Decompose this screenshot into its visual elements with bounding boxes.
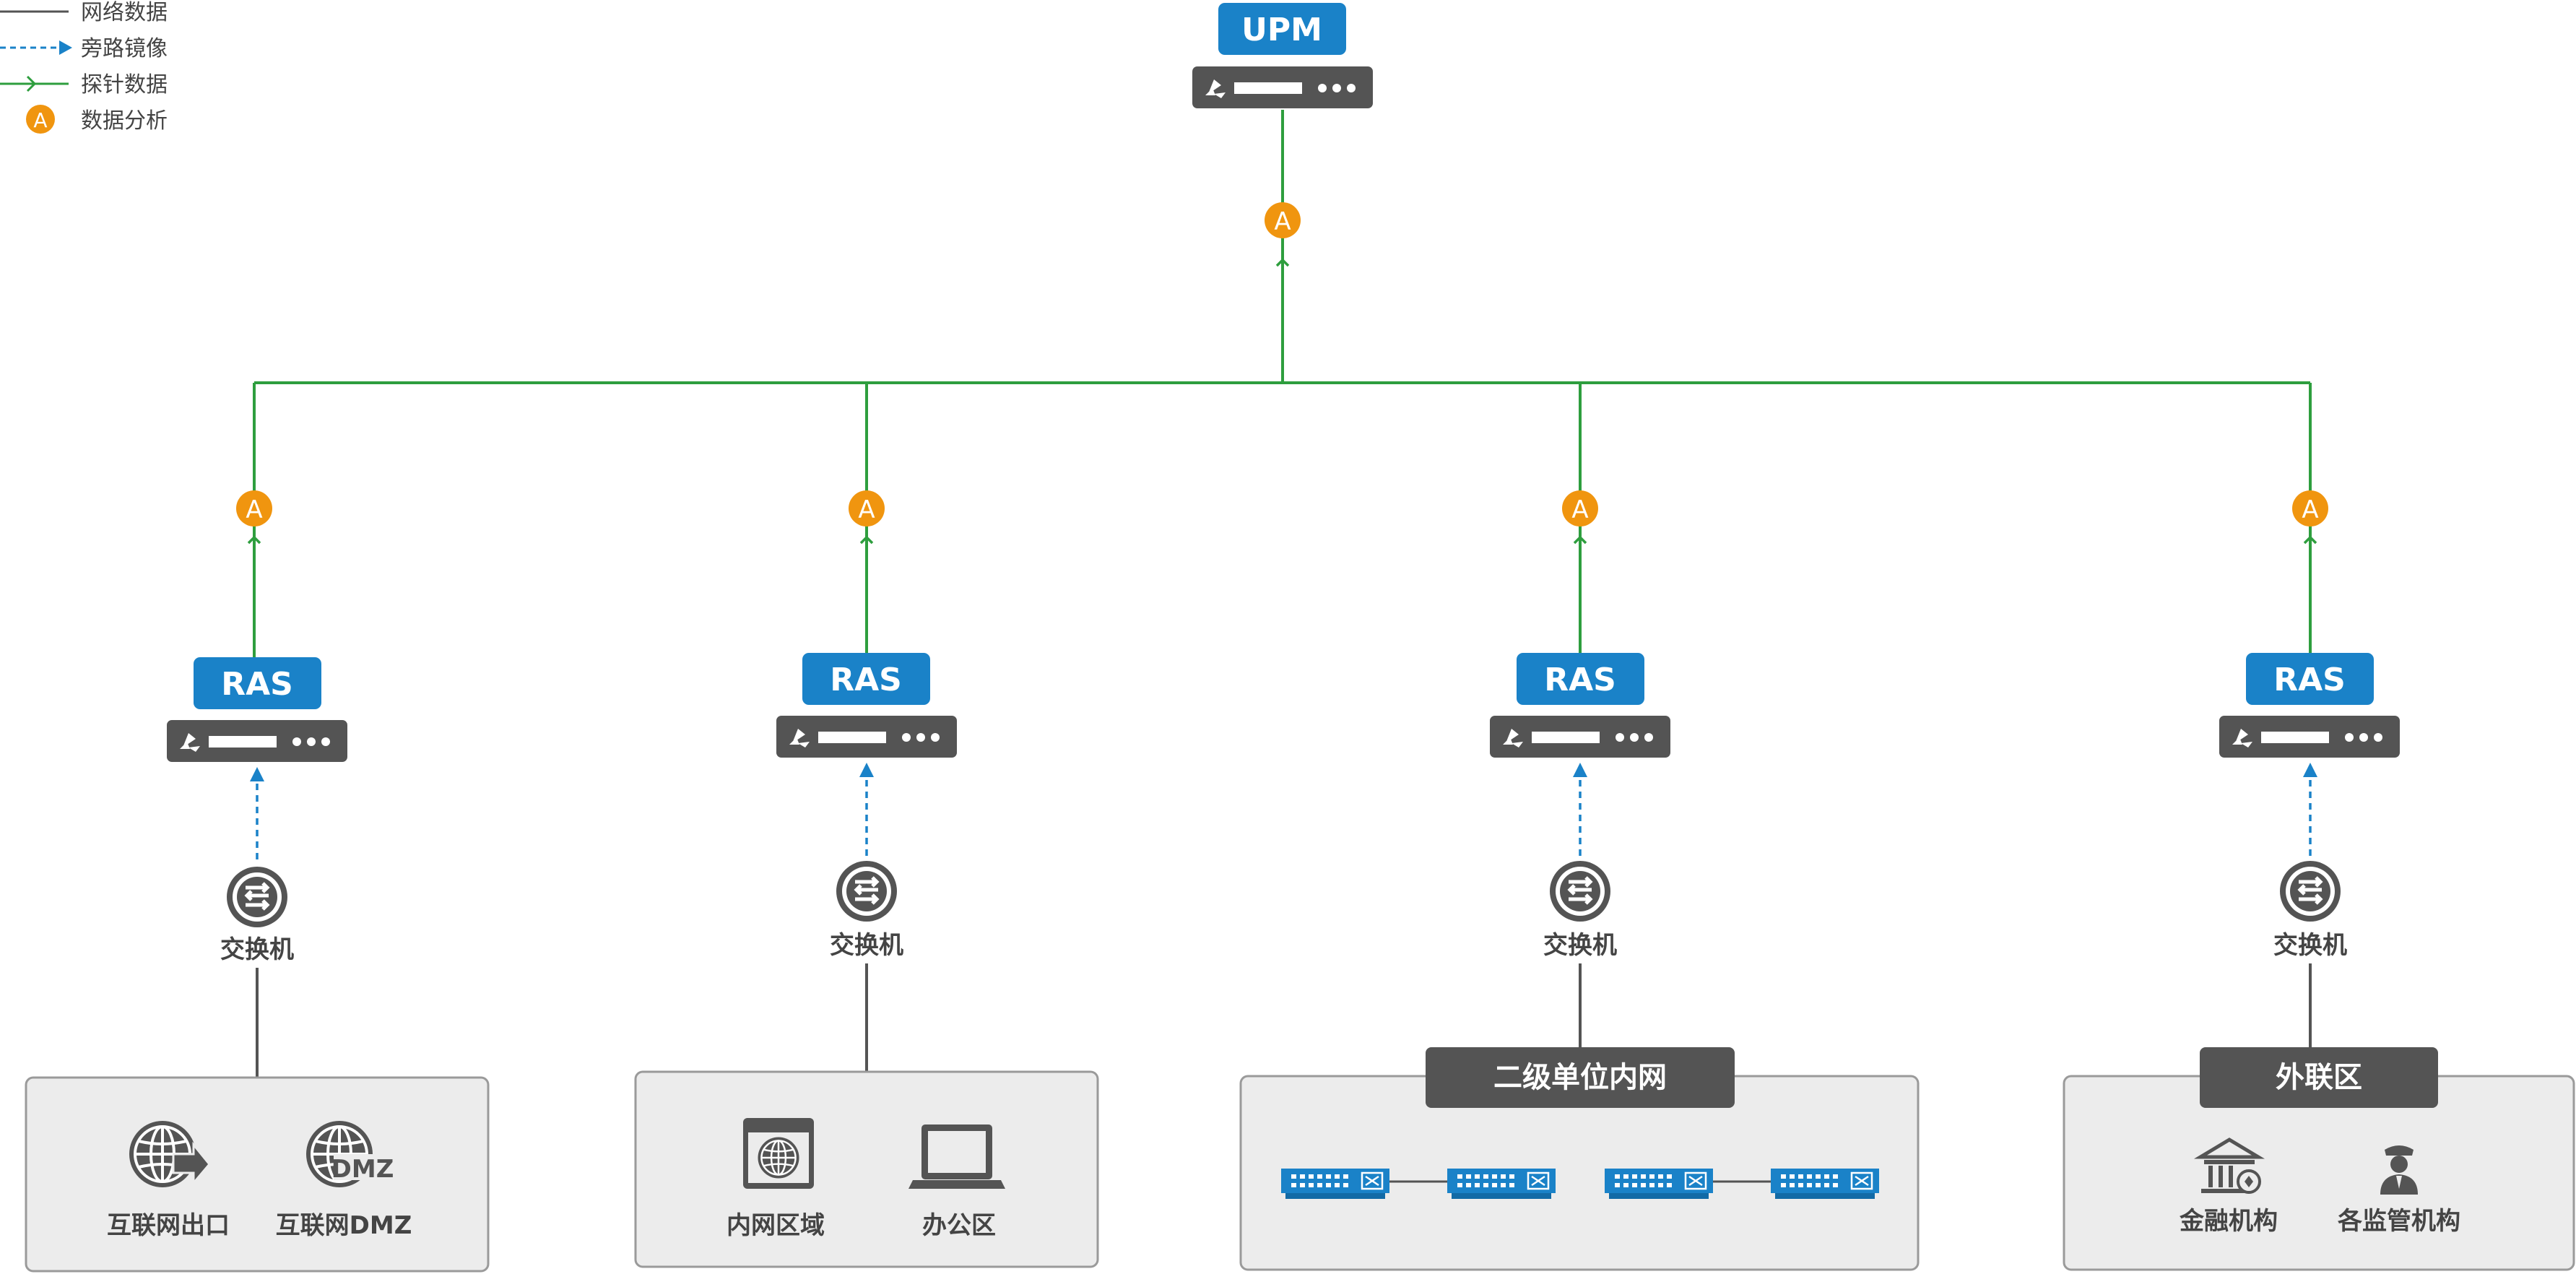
legend-bypass-label: 旁路镜像 — [81, 36, 168, 61]
ras-label: RAS — [830, 662, 902, 698]
bypass-mirror-links — [250, 763, 2317, 859]
network-switch-icon — [1446, 1167, 1557, 1200]
svg-text:A: A — [858, 495, 875, 524]
internet-exit: 互联网出口 — [107, 1119, 230, 1240]
upm-device-icon — [1192, 66, 1373, 108]
legend-probe-label: 探针数据 — [81, 72, 168, 98]
branch-2-analysis-badge: A — [849, 490, 885, 526]
ras-label: RAS — [2273, 662, 2346, 698]
switch-arrows-icon — [2280, 861, 2341, 922]
svg-text:A: A — [1274, 207, 1291, 236]
legend-network-label: 网络数据 — [81, 0, 168, 25]
regulatory-agencies: 各监管机构 — [2338, 1145, 2460, 1236]
legend-analysis-badge-text: A — [33, 108, 47, 132]
branch-4-analysis-badge: A — [2292, 490, 2328, 526]
switch-4: 交换机 — [2273, 861, 2347, 960]
branch-3-analysis-badge: A — [1562, 490, 1598, 526]
zone-internet: 互联网出口 DMZ 互联网DMZ — [25, 1076, 490, 1273]
network-data-lines — [256, 963, 2312, 1078]
legend-bypass-arrow-icon — [59, 40, 72, 55]
ras-node-4: RAS — [2219, 653, 2400, 758]
zone-item-label: 内网区域 — [727, 1211, 825, 1240]
office-area: 办公区 — [908, 1124, 1005, 1240]
ras-label: RAS — [1544, 662, 1616, 698]
switch-label: 交换机 — [830, 931, 903, 960]
probe-data-lines — [253, 110, 2312, 657]
switch-1: 交换机 — [220, 867, 294, 964]
zone-item-label: 互联网DMZ — [276, 1211, 412, 1240]
intranet-area: 内网区域 — [727, 1118, 825, 1240]
switch-label: 交换机 — [2273, 931, 2347, 960]
browser-window-icon — [743, 1118, 814, 1189]
legend-probe-arrow-icon — [26, 75, 37, 92]
legend: 网络数据 旁路镜像 探针数据 A 数据分析 — [0, 0, 168, 134]
zone-title: 二级单位内网 — [1493, 1061, 1667, 1094]
zone-external: 外联区 金融机构 各监管机构 — [2063, 1047, 2575, 1271]
zone-subunit-intranet: 二级单位内网 — [1239, 1047, 1920, 1271]
zone-title: 外联区 — [2276, 1061, 2362, 1094]
internet-dmz: DMZ 互联网DMZ — [276, 1119, 412, 1240]
ras-device-icon — [2219, 716, 2400, 758]
ras-device-icon — [776, 716, 957, 758]
zone-item-label: 各监管机构 — [2338, 1207, 2460, 1236]
ras-label: RAS — [221, 666, 293, 703]
upm-label-box — [1218, 3, 1346, 55]
switch-arrows-icon — [227, 867, 287, 927]
probe-chevrons — [247, 258, 2317, 545]
zone-item-label: 互联网出口 — [107, 1211, 230, 1240]
legend-analysis-badge-icon — [26, 105, 55, 134]
laptop-icon — [908, 1124, 1005, 1189]
svg-text:A: A — [246, 495, 262, 524]
branch-1-analysis-badge: A — [236, 490, 272, 526]
upm-label: UPM — [1241, 12, 1322, 48]
financial-institution: 金融机构 — [2179, 1138, 2278, 1236]
zone-title-box — [2200, 1047, 2438, 1108]
police-officer-icon — [2380, 1145, 2418, 1195]
ras-device-icon — [167, 720, 347, 762]
switch-arrows-icon — [836, 861, 897, 922]
legend-analysis-label: 数据分析 — [81, 108, 168, 134]
ras-node-1: RAS — [167, 657, 347, 762]
network-switch-icon — [1769, 1167, 1881, 1200]
switch-2: 交换机 — [830, 861, 903, 960]
ras-node-3: RAS — [1490, 653, 1670, 758]
network-switch-icon — [1280, 1167, 1391, 1200]
zone-intranet: 内网区域 办公区 — [634, 1070, 1099, 1268]
network-switch-icon — [1603, 1167, 1714, 1200]
upm-analysis-badge: A — [1265, 202, 1301, 238]
zone-title-box — [1426, 1047, 1735, 1108]
upm-node: UPM — [1192, 3, 1373, 108]
switch-3: 交换机 — [1543, 861, 1617, 960]
svg-text:A: A — [2302, 495, 2318, 524]
svg-text:A: A — [1571, 495, 1588, 524]
ras-node-2: RAS — [776, 653, 957, 758]
ras-device-icon — [1490, 716, 1670, 758]
zone-item-label: 金融机构 — [2179, 1207, 2278, 1236]
switch-arrows-icon — [1550, 861, 1610, 922]
dmz-badge-text: DMZ — [331, 1155, 394, 1184]
bank-building-icon — [2193, 1138, 2265, 1194]
zone-item-label: 办公区 — [922, 1211, 996, 1240]
switch-label: 交换机 — [1543, 931, 1617, 960]
switch-label: 交换机 — [220, 935, 294, 964]
